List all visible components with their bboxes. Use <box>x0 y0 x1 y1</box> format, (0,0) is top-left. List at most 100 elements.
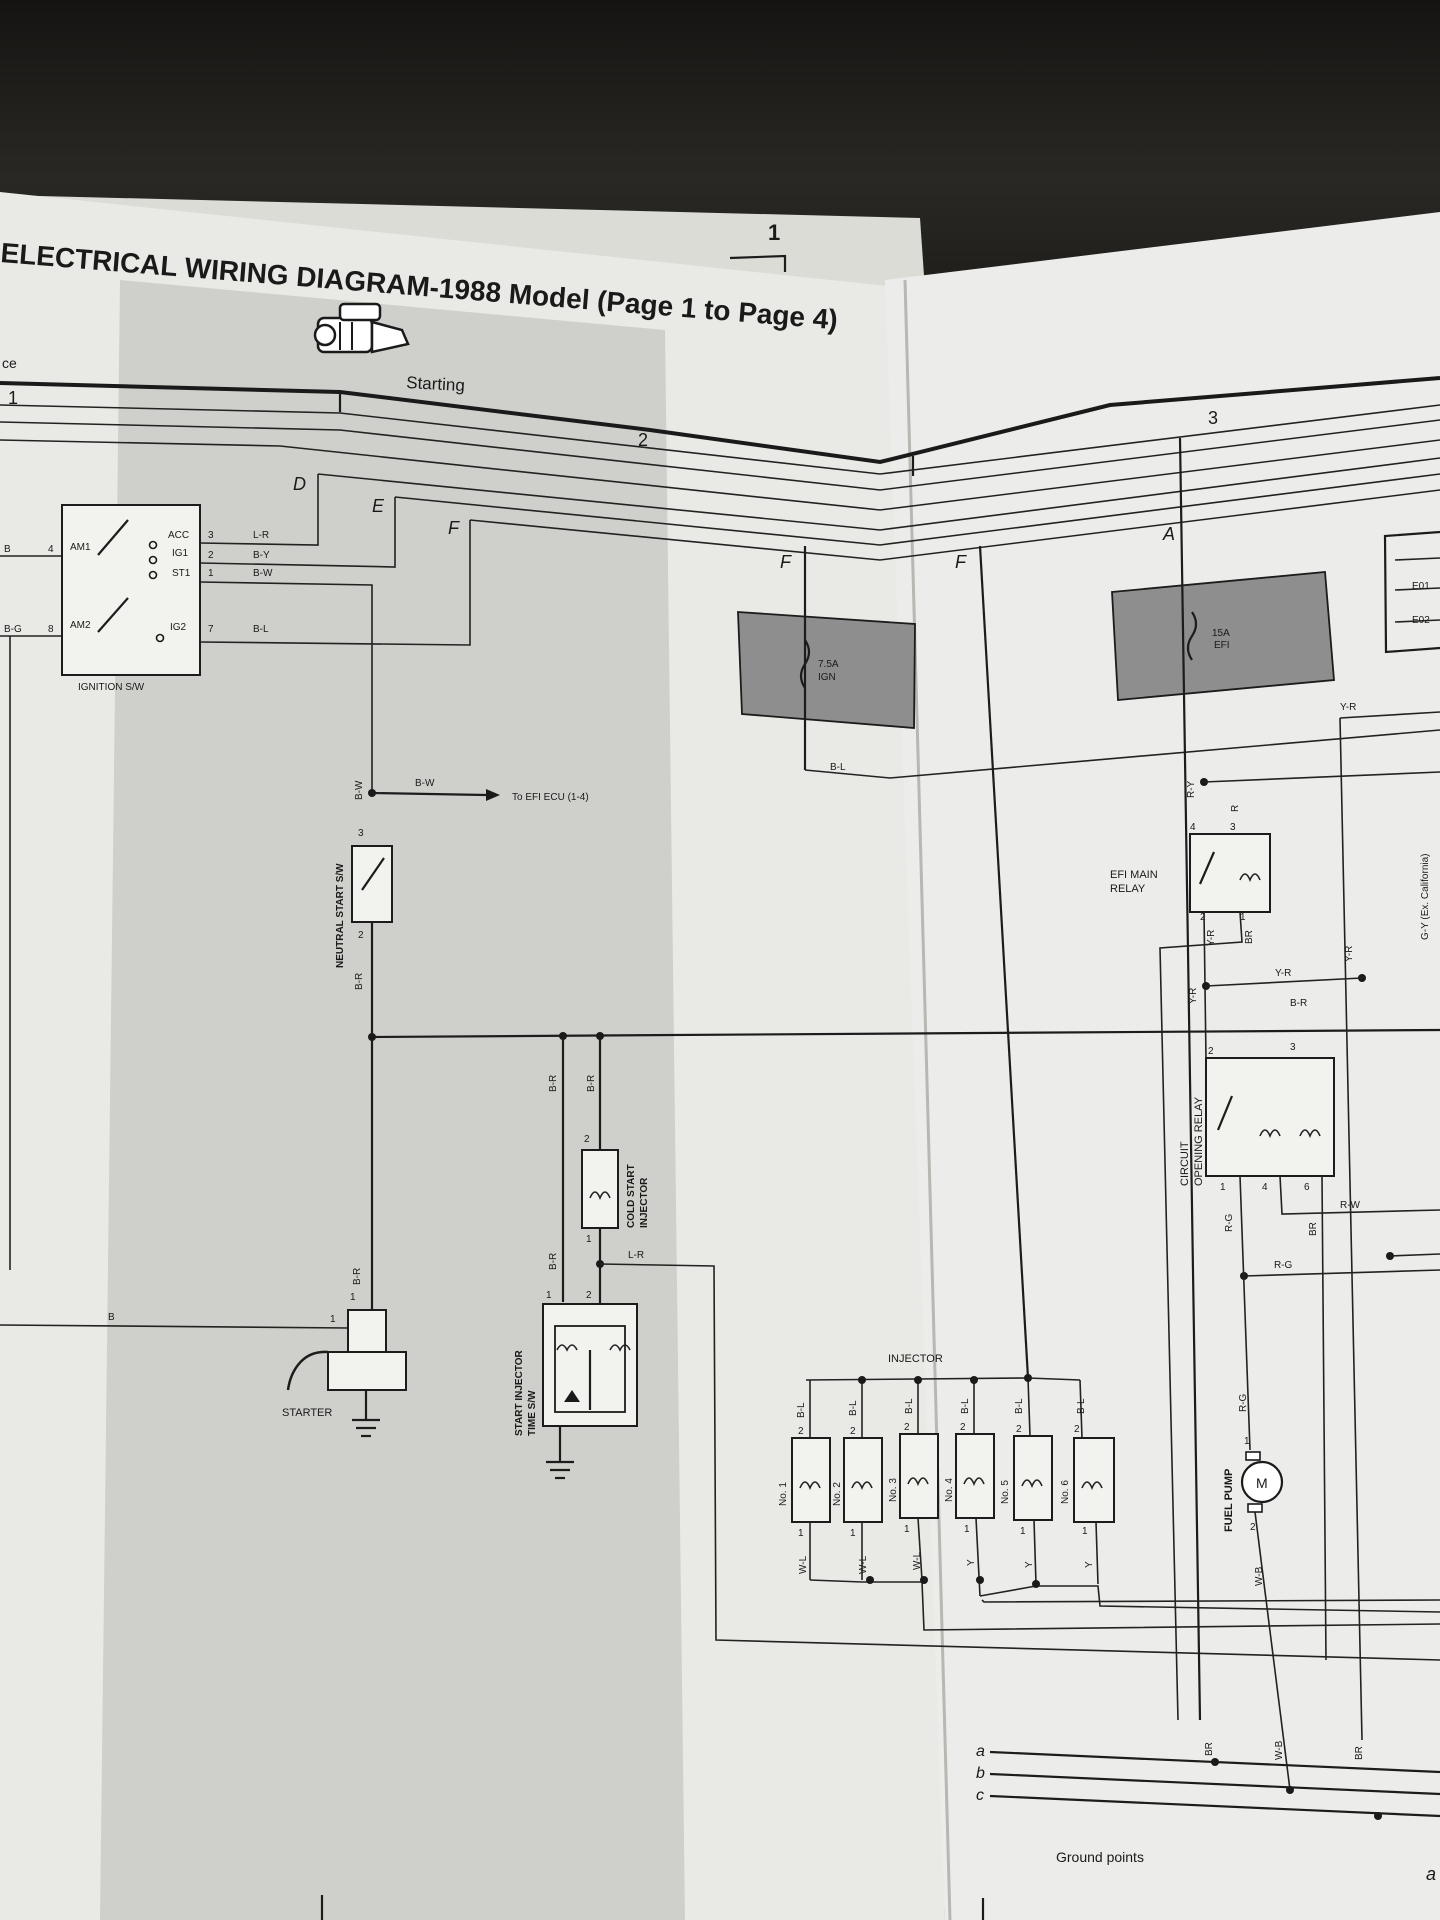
cor-contact <box>1216 1095 1234 1131</box>
inj-4-name: No. 4 <box>944 1478 955 1502</box>
header-rule <box>0 376 1440 465</box>
ecu-terminal-box <box>1383 530 1440 654</box>
cor-wire-rg: R-G <box>1224 1213 1235 1232</box>
ground-wire-br1: BR <box>1204 1742 1215 1756</box>
l-r-wire <box>599 1263 1440 1661</box>
y-r-branch <box>1205 977 1363 987</box>
wire-acc: L-R <box>253 530 269 541</box>
cs-pin-bottom: 1 <box>586 1234 592 1245</box>
ecu-wire-gy: G-Y (Ex. California) <box>1420 853 1431 940</box>
starter-wire: B-R <box>352 1268 363 1285</box>
y-return-lower <box>981 1599 1440 1603</box>
injector-5 <box>1013 1377 1053 1585</box>
inj-6-pin-bottom: 1 <box>1082 1526 1088 1537</box>
inj-1-wire-bottom: W-L <box>798 1555 809 1574</box>
fp-wire-out: W-B <box>1254 1566 1265 1586</box>
ground-a: a <box>976 1743 985 1760</box>
bus-lines <box>0 404 1440 561</box>
cor-wire-br2: BR <box>1308 1222 1319 1236</box>
cs-label-2: INJECTOR <box>639 1177 650 1228</box>
ecu-wire-yr: Y-R <box>1340 702 1356 713</box>
cold-start-injector <box>581 1149 619 1229</box>
inj-2-wire-bottom: W-L <box>858 1555 869 1574</box>
column-1: 1 <box>8 388 18 408</box>
fp-top-cap <box>1245 1451 1261 1461</box>
inj-3-name: No. 3 <box>888 1478 899 1502</box>
fp-down <box>1254 1511 1291 1791</box>
ign-pin-ig1: 2 <box>208 550 214 561</box>
ig1-terminal: IG1 <box>172 548 189 559</box>
injector-4 <box>955 1380 995 1597</box>
right-stub <box>1389 1253 1440 1257</box>
ign-b-l-wire <box>804 729 1440 779</box>
fuse-ign-rating: 7.5A <box>818 659 839 670</box>
bus-letter-f-3: F <box>955 552 967 572</box>
efi-label-1: EFI MAIN <box>1110 869 1158 881</box>
start-injector-time-switch <box>542 1303 638 1427</box>
ignition-switch-label: IGNITION S/W <box>78 682 145 693</box>
cs-coil <box>589 1191 611 1201</box>
efi-wire-yr: Y-R <box>1206 930 1217 946</box>
cor-label-1: CIRCUIT <box>1179 1141 1191 1186</box>
ns-pin-bottom: 2 <box>358 930 364 941</box>
ground-b: b <box>976 1765 985 1782</box>
ground-wire-wb: W-B <box>1274 1740 1285 1760</box>
y-return <box>979 1585 1440 1613</box>
efi-label-2: RELAY <box>1110 883 1146 895</box>
ecu-e02: E02 <box>1412 615 1430 626</box>
ns-contact <box>361 857 385 891</box>
inj-2-wire-top: B-L <box>848 1400 859 1416</box>
fuse-efi-element <box>1186 611 1198 661</box>
inj-1-pin-top: 2 <box>798 1426 804 1437</box>
cs-wire-right: B-R <box>586 1075 597 1092</box>
cor-wire-yr2: Y-R <box>1275 968 1291 979</box>
injector-title: INJECTOR <box>888 1353 943 1365</box>
fuse-efi-name: EFI <box>1214 640 1230 651</box>
fuse-efi-rating: 15A <box>1212 628 1230 639</box>
wire-am2: B-G <box>4 624 22 635</box>
ns-wire-top: B-W <box>354 780 365 800</box>
ign-pin-ig2: 7 <box>208 624 214 635</box>
starter-wire-b: B <box>108 1312 115 1323</box>
r-y-bus <box>1203 771 1440 783</box>
starter-motor-icon <box>313 302 410 354</box>
cor-pin-1: 1 <box>1220 1182 1226 1193</box>
inj-6-wire-bottom: Y <box>1084 1561 1095 1568</box>
si-label-1: START INJECTOR <box>514 1349 525 1436</box>
cor-pin-6: 6 <box>1304 1182 1310 1193</box>
inj-bus-right <box>1027 1377 1081 1381</box>
efi-pin-2: 2 <box>1200 912 1206 923</box>
wire-am1: B <box>4 544 11 555</box>
fuse-ign-name: IGN <box>818 672 836 683</box>
cor-wire-yr3: Y-R <box>1344 946 1355 962</box>
bus-letter-f: F <box>448 518 460 538</box>
inj-5-wire-top: B-L <box>1014 1398 1025 1414</box>
starter-motor <box>286 1309 407 1438</box>
inj-4-wire-top: B-L <box>960 1398 971 1414</box>
cor-wire-br: B-R <box>1290 998 1307 1009</box>
ign-pin-st1: 1 <box>208 568 214 579</box>
circuit-opening-relay <box>1205 1057 1335 1177</box>
ign-pin-acc: 3 <box>208 530 214 541</box>
cor-wire-rg2: R-G <box>1274 1260 1293 1271</box>
cs-label-1: COLD START <box>626 1164 637 1228</box>
cor-wire-rw: R-W <box>1340 1200 1361 1211</box>
starter-label: STARTER <box>282 1407 332 1419</box>
ground-points-label: Ground points <box>1056 1849 1144 1865</box>
inj-4-wire-bottom: Y <box>966 1559 977 1566</box>
b-r-bus <box>371 1028 1440 1039</box>
ign-pin-am2: 8 <box>48 624 54 635</box>
efi-pin-3: 3 <box>1230 822 1236 833</box>
inj-1-wire-top: B-L <box>796 1402 807 1418</box>
fuel-pump-motor <box>1240 1460 1284 1504</box>
si-pin2: 2 <box>586 1290 592 1301</box>
page-stub-bracket <box>729 254 787 272</box>
inj-5-pin-bottom: 1 <box>1020 1526 1026 1537</box>
fuse-ign-wire: B-L <box>830 762 846 773</box>
cor-pin-3: 3 <box>1290 1042 1296 1053</box>
inj-1-name: No. 1 <box>778 1482 789 1506</box>
column-3: 3 <box>1208 408 1218 428</box>
fuse-ign-element <box>799 639 811 689</box>
fp-wire-in: R-G <box>1238 1393 1249 1412</box>
